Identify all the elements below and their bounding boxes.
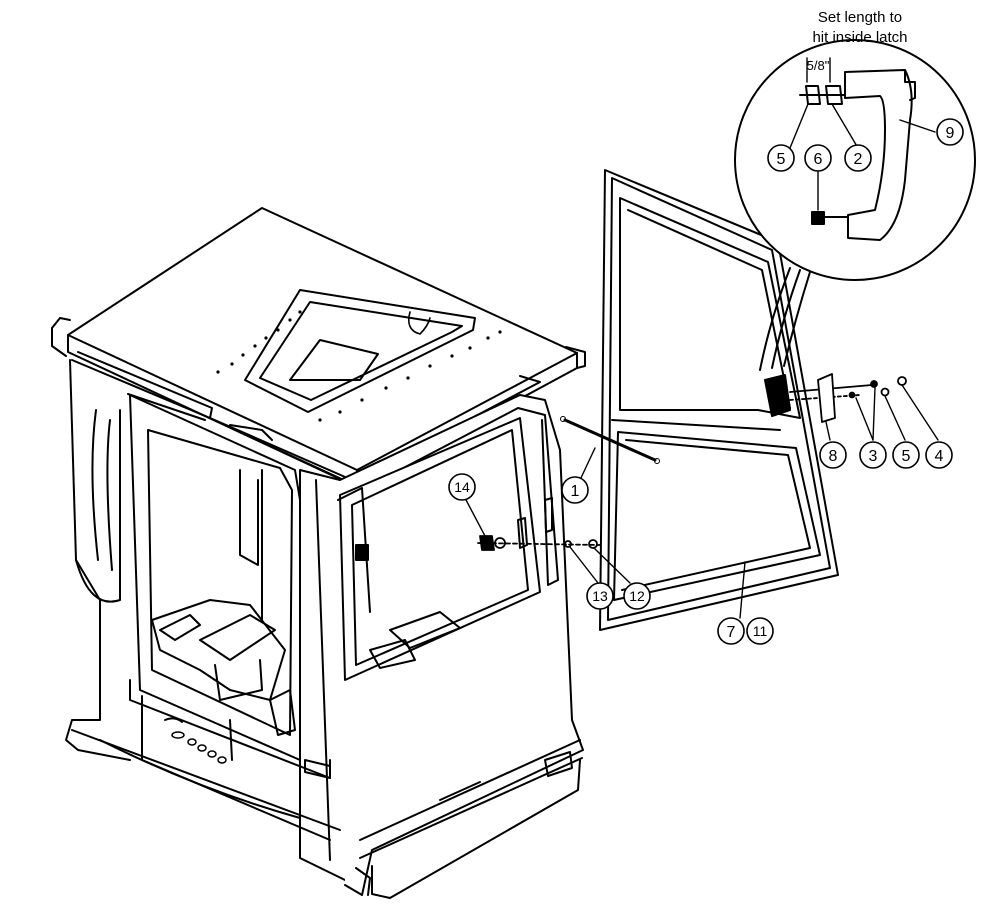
latch-bracket	[817, 373, 836, 423]
svg-text:6: 6	[814, 151, 823, 168]
svg-text:11: 11	[753, 623, 768, 639]
roof-hatch	[244, 289, 476, 413]
control-holes	[171, 731, 227, 764]
callout-11: 11	[746, 617, 774, 645]
callout-14: 14	[448, 473, 476, 501]
detail-note-line2: hit inside latch	[812, 29, 907, 46]
door-opening	[339, 417, 541, 681]
svg-text:13: 13	[592, 588, 608, 604]
callout-3: 3	[859, 441, 887, 469]
roof-bolts	[216, 310, 502, 422]
callout-6: 6	[804, 144, 832, 172]
svg-text:2: 2	[854, 151, 863, 168]
callout-5: 5	[892, 441, 920, 469]
door-assembly	[599, 169, 839, 631]
callout-12: 12	[623, 582, 651, 610]
svg-text:7: 7	[727, 624, 736, 641]
pin-bolt	[479, 535, 495, 551]
door-latch-block	[764, 374, 791, 417]
svg-text:9: 9	[946, 125, 955, 142]
svg-text:14: 14	[454, 479, 470, 495]
callout-5-detail: 5	[767, 144, 795, 172]
pin-hardware	[477, 535, 601, 551]
cab-body	[51, 207, 586, 899]
door-rod	[560, 416, 660, 464]
svg-text:1: 1	[571, 483, 580, 500]
svg-text:8: 8	[829, 448, 838, 465]
callout-9: 9	[936, 118, 964, 146]
callout-1: 1	[561, 476, 589, 504]
callout-2: 2	[844, 144, 872, 172]
callout-7: 7	[717, 617, 745, 645]
svg-text:5: 5	[777, 151, 786, 168]
callout-4: 4	[925, 441, 953, 469]
svg-text:12: 12	[629, 588, 645, 604]
svg-text:4: 4	[935, 448, 944, 465]
detail-note-line1: Set length to	[818, 9, 902, 26]
svg-text:5: 5	[902, 448, 911, 465]
callout-13: 13	[586, 582, 614, 610]
detail-dimension: 5/8"	[807, 58, 830, 73]
detail-screw-6	[811, 211, 825, 225]
inside-handle	[844, 69, 913, 241]
door-glass-lower	[613, 431, 821, 601]
callout-8: 8	[819, 441, 847, 469]
svg-text:3: 3	[869, 448, 878, 465]
leader-lines	[464, 103, 939, 619]
